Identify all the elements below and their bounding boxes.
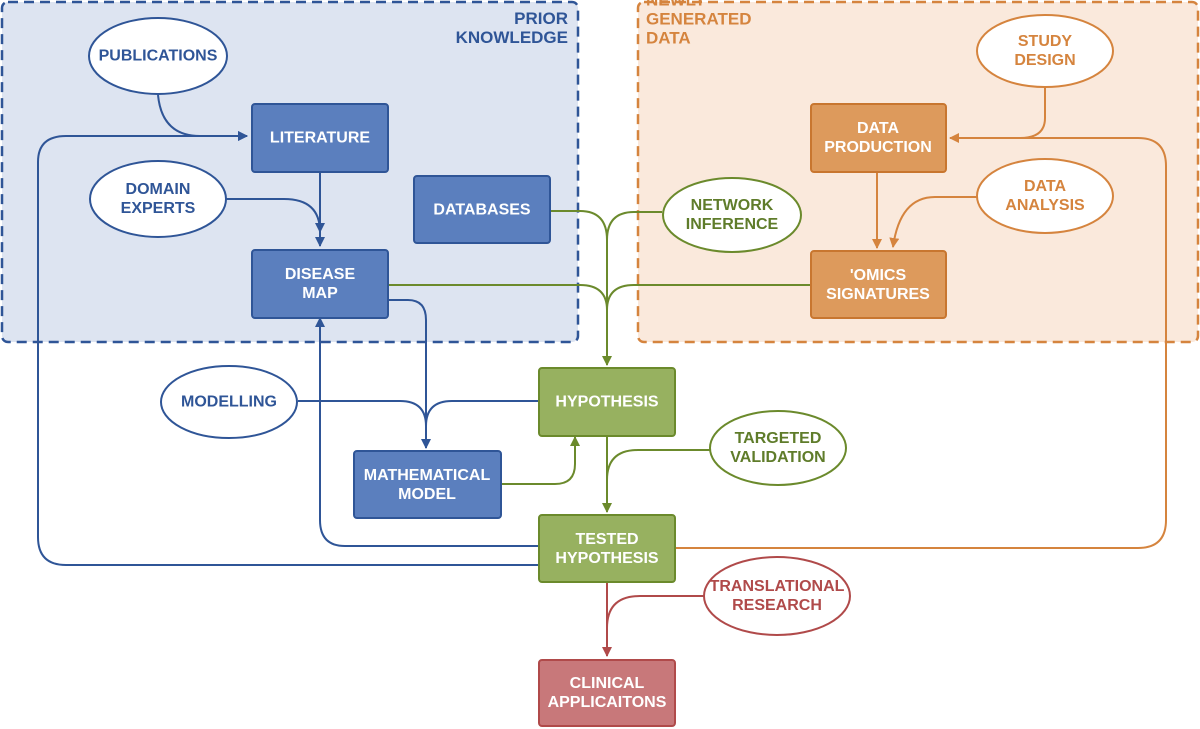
label-line: HYPOTHESIS	[555, 550, 658, 567]
edge-translational-clinical	[606, 595, 704, 629]
label-line: NEWLY	[646, 0, 706, 10]
network-inference-oval: NETWORK INFERENCE	[662, 177, 802, 253]
clinical-applications-box: CLINICAL APPLICAITONS	[538, 659, 676, 727]
literature-box: LITERATURE	[251, 103, 389, 173]
domain-experts-oval: DOMAIN EXPERTS	[89, 160, 227, 238]
edge-domain-experts-disease-map	[224, 198, 325, 233]
translational-research-oval: TRANSLATIONAL RESEARCH	[703, 556, 851, 636]
svg-text:DATABASES: DATABASES	[433, 202, 531, 219]
edge-disease-map-math-model	[389, 299, 431, 449]
red-connectors	[602, 582, 704, 657]
omics-signatures-box: 'OMICS SIGNATURES	[810, 250, 947, 319]
label-line: DISEASE	[285, 266, 356, 283]
disease-map-box: DISEASE MAP	[251, 249, 389, 319]
svg-text:MODELLING: MODELLING	[181, 394, 277, 411]
green-connectors	[389, 210, 811, 513]
targeted-validation-oval: TARGETED VALIDATION	[709, 410, 847, 486]
label-line: DATA	[857, 120, 900, 137]
tested-hypothesis-box: TESTED HYPOTHESIS	[538, 514, 676, 583]
edge-data-analysis-omics	[889, 196, 978, 248]
edge-tested-literature	[37, 131, 538, 566]
edge-tested-data-production	[676, 137, 1167, 549]
label-line: INFERENCE	[686, 216, 779, 233]
label-line: MAP	[302, 285, 338, 302]
label-line: VALIDATION	[730, 449, 825, 466]
label-line: APPLICAITONS	[548, 694, 667, 711]
label-line: MODELLING	[181, 394, 277, 411]
label-line: TRANSLATIONAL	[710, 578, 845, 595]
label-line: MODEL	[398, 486, 456, 503]
modelling-oval: MODELLING	[160, 365, 298, 439]
svg-text:HYPOTHESIS: HYPOTHESIS	[555, 394, 658, 411]
label-line: DOMAIN	[126, 181, 191, 198]
svg-text:LITERATURE: LITERATURE	[270, 130, 370, 147]
label-line: CLINICAL	[570, 675, 645, 692]
label-line: DESIGN	[1014, 52, 1075, 69]
label-line: PUBLICATIONS	[99, 48, 218, 65]
edge-tested-disease-map	[315, 317, 538, 547]
label-line: ANALYSIS	[1005, 197, 1085, 214]
svg-text:PUBLICATIONS: PUBLICATIONS	[99, 48, 218, 65]
edge-targeted-validation-tested	[606, 449, 710, 481]
label-line: RESEARCH	[732, 597, 822, 614]
label-line: TARGETED	[735, 430, 822, 447]
label-line: PRIOR	[514, 9, 568, 28]
label-line: MATHEMATICAL	[364, 467, 491, 484]
label-line: 'OMICS	[850, 267, 907, 284]
label-line: TESTED	[575, 531, 638, 548]
label-line: GENERATED	[646, 10, 751, 29]
label-line: STUDY	[1018, 33, 1073, 50]
label-line: DATABASES	[433, 202, 531, 219]
publications-oval: PUBLICATIONS	[88, 17, 228, 95]
databases-box: DATABASES	[413, 175, 551, 244]
label-line: SIGNATURES	[826, 286, 930, 303]
study-design-oval: STUDY DESIGN	[976, 14, 1114, 88]
label-line: DATA	[1024, 178, 1067, 195]
edge-math-model-hypothesis	[502, 436, 580, 485]
edge-hypothesis-math-model	[425, 400, 538, 427]
mathematical-model-box: MATHEMATICAL MODEL	[353, 450, 502, 519]
edge-modelling-math-model	[298, 400, 427, 427]
hypothesis-box: HYPOTHESIS	[538, 367, 676, 437]
label-line: HYPOTHESIS	[555, 394, 658, 411]
data-analysis-oval: DATA ANALYSIS	[976, 158, 1114, 234]
label-line: NETWORK	[691, 197, 774, 214]
data-production-box: DATA PRODUCTION	[810, 103, 947, 173]
label-line: PRODUCTION	[824, 139, 932, 156]
orange-connectors	[676, 83, 1167, 549]
edge-network-inference-hypothesis	[606, 211, 662, 241]
label-line: LITERATURE	[270, 130, 370, 147]
edge-omics-hypothesis	[606, 284, 811, 311]
label-line: DATA	[646, 29, 691, 48]
blue-connectors	[37, 94, 538, 566]
label-line: EXPERTS	[121, 200, 196, 217]
label-line: KNOWLEDGE	[456, 28, 568, 47]
